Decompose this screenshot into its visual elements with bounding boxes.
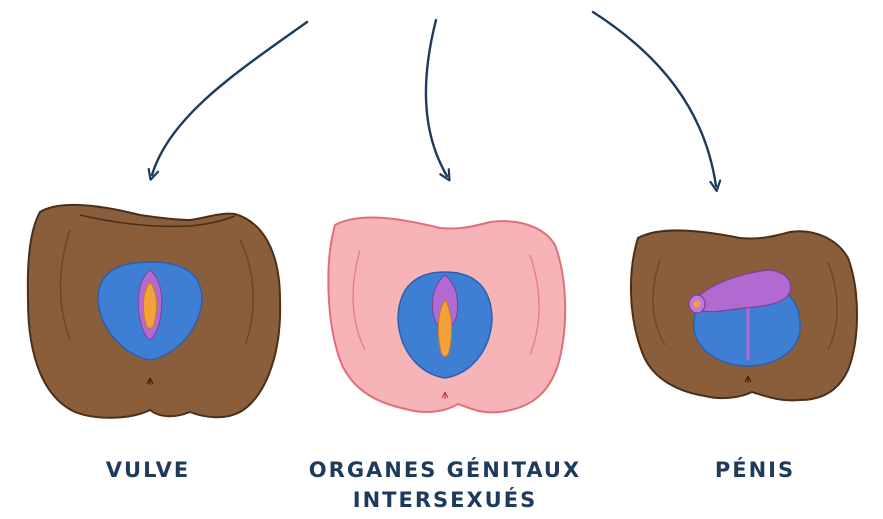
penis-figure (631, 230, 857, 400)
label-vulve-text: VULVE (78, 455, 218, 485)
label-intersex-line1: ORGANES GÉNITAUX (300, 455, 590, 485)
label-penis: PÉNIS (700, 455, 810, 485)
label-intersex-line2: INTERSEXUÉS (300, 485, 590, 515)
intersex-figure (328, 218, 565, 413)
label-penis-text: PÉNIS (700, 455, 810, 485)
arrow-to-vulve (152, 22, 307, 175)
label-vulve: VULVE (78, 455, 218, 485)
label-intersex: ORGANES GÉNITAUX INTERSEXUÉS (300, 455, 590, 515)
arrow-to-intersex (426, 20, 447, 176)
arrow-to-penis (593, 12, 716, 186)
vulva-figure (28, 205, 280, 418)
